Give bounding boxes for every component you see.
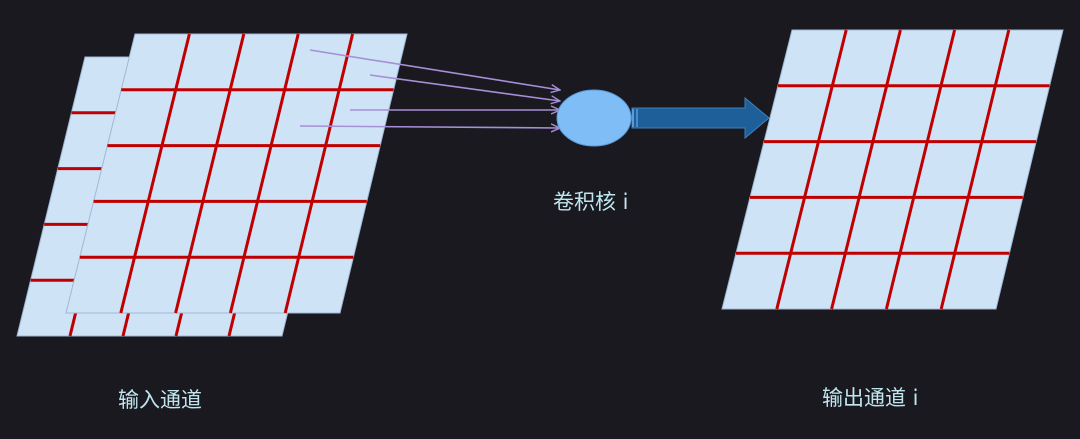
- input-channel-front-grid: [65, 33, 408, 314]
- input-channels-label: 输入通道: [118, 388, 202, 412]
- output-channel-grid: [721, 29, 1064, 310]
- kernel-connectors: [299, 49, 560, 128]
- connector-line-2: [369, 74, 560, 101]
- output-channel-label: 输出通道 i: [822, 386, 919, 410]
- connector-line-1: [309, 49, 560, 90]
- grid-column-line: [119, 33, 191, 314]
- grid-background: [721, 29, 1064, 310]
- grid-column-line: [939, 29, 1011, 310]
- grid-background: [65, 33, 408, 314]
- grid-column-line: [884, 29, 957, 310]
- grid-column-line: [775, 29, 848, 310]
- kernel-ellipse: [556, 89, 632, 147]
- grid-column-line: [228, 33, 300, 314]
- grid-column-line: [174, 33, 246, 314]
- grid-column-line: [283, 33, 355, 314]
- kernel-label: 卷积核 i: [553, 190, 629, 214]
- connector-line-4: [299, 126, 560, 128]
- grid-column-line: [830, 29, 902, 310]
- output-arrow: [631, 96, 770, 140]
